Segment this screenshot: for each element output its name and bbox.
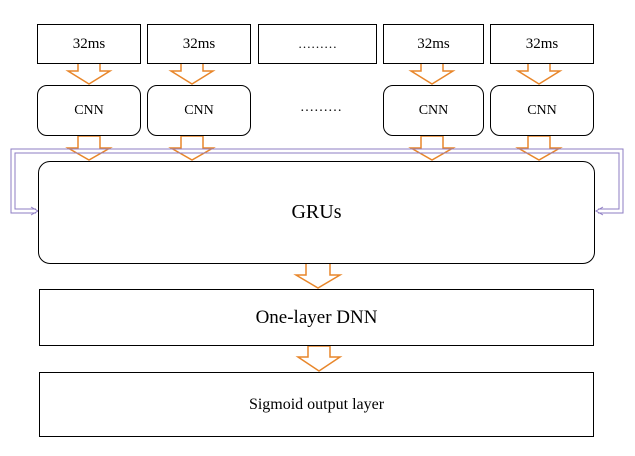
arrow-dnn-to-output [295,345,343,372]
cnn-block-4: CNN [490,85,594,136]
input-frame-label: 32ms [72,35,106,52]
arrow-input5-to-cnn4 [515,62,563,85]
output-layer-label: Sigmoid output layer [248,395,385,413]
cnn-block-3: CNN [383,85,484,136]
cnn-ellipsis: ……… [300,100,342,115]
arrow-cnn4-to-gru [515,135,563,161]
dnn-block: One-layer DNN [39,289,594,346]
input-frame-2: 32ms [147,24,251,64]
arrow-input1-to-cnn1 [65,62,113,85]
arrow-cnn3-to-gru [408,135,456,161]
output-layer-block: Sigmoid output layer [39,372,594,437]
gru-block-label: GRUs [291,201,342,223]
cnn-block-label: CNN [527,102,557,118]
cnn-block-label: CNN [74,102,104,118]
recurrent-connection-right [589,148,624,216]
dnn-block-label: One-layer DNN [255,306,378,328]
arrow-cnn2-to-gru [168,135,216,161]
cnn-block-label: CNN [418,102,449,118]
input-frame-label: ……… [298,36,337,51]
input-frame-label: 32ms [525,35,559,52]
input-frame-1: 32ms [37,24,141,64]
arrow-input4-to-cnn3 [408,62,456,85]
input-frame-label: 32ms [417,35,450,52]
cnn-block-2: CNN [147,85,251,136]
input-frame-4: 32ms [383,24,484,64]
arrow-gru-to-dnn [293,262,343,289]
arrow-cnn1-to-gru [65,135,113,161]
arrow-input2-to-cnn2 [168,62,216,85]
cnn-block-1: CNN [37,85,141,136]
input-frame-ellipsis: ……… [258,24,377,64]
gru-block: GRUs [38,161,595,264]
input-frame-5: 32ms [490,24,594,64]
input-frame-label: 32ms [182,35,216,52]
cnn-block-label: CNN [184,102,214,118]
